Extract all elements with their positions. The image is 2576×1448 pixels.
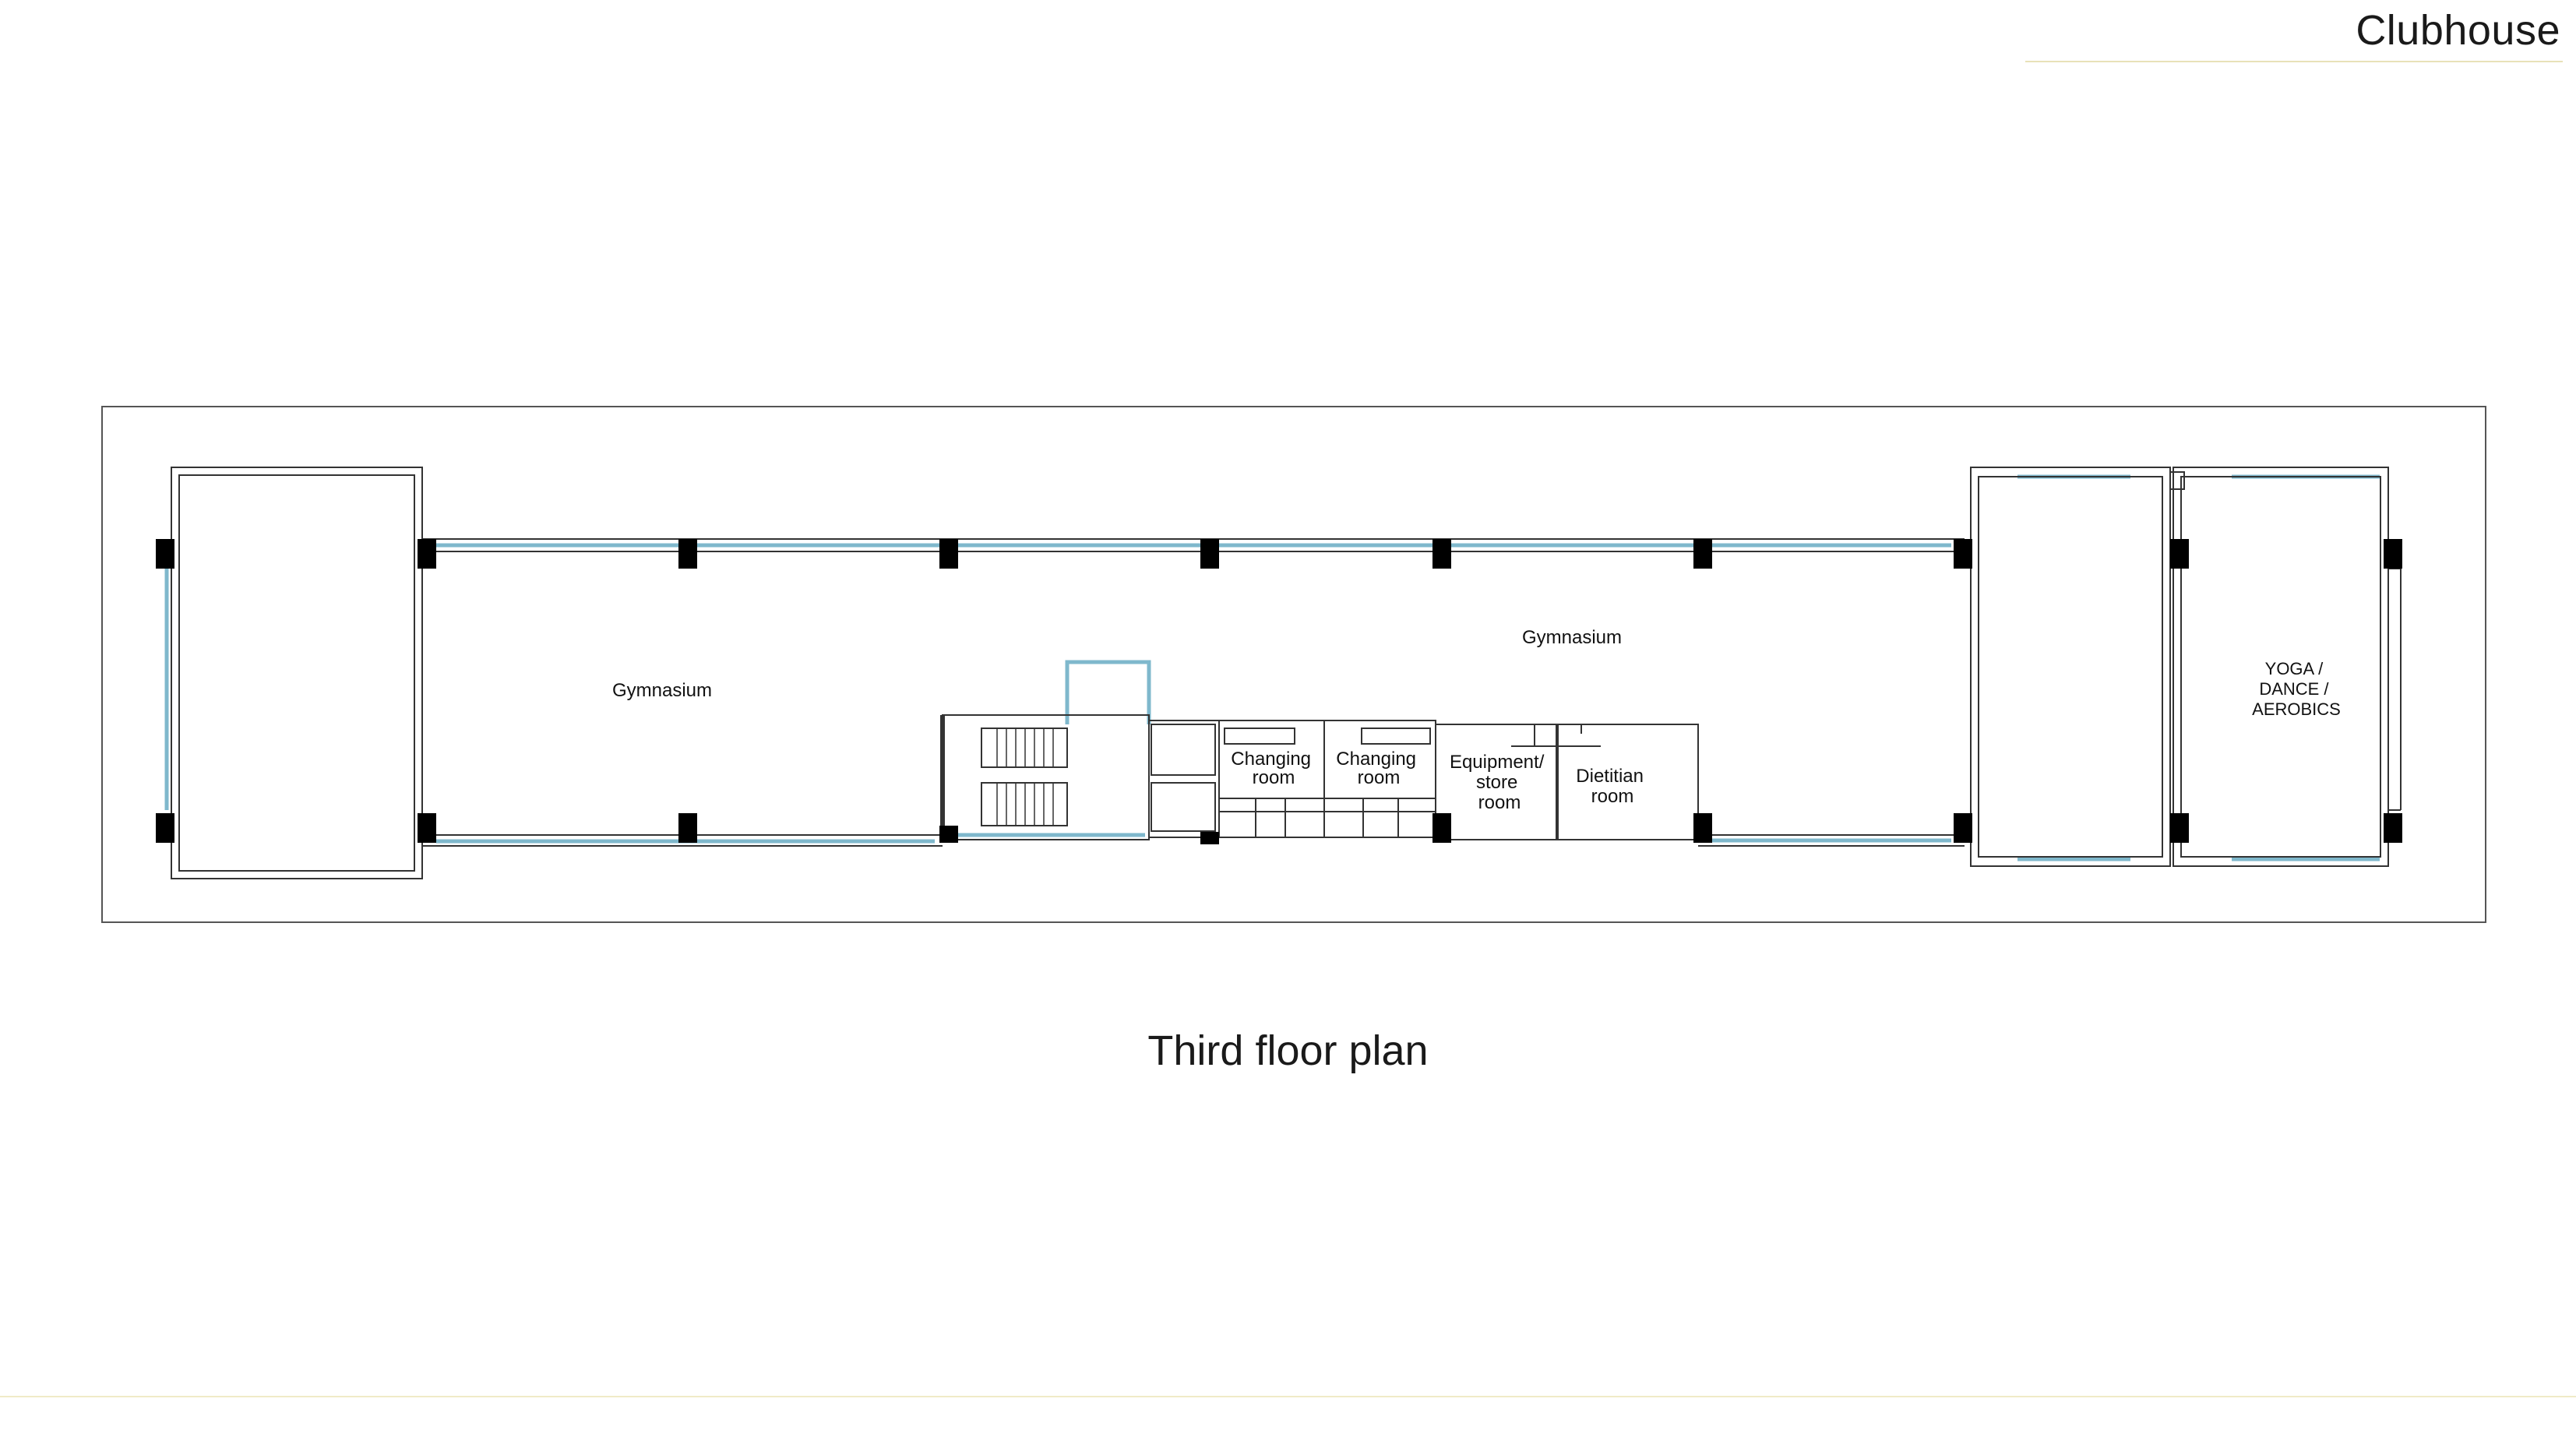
service-core <box>940 714 1220 840</box>
room-label-line: YOGA / <box>2265 659 2324 678</box>
room-label-line: store <box>1476 772 1517 793</box>
room-label-line: room <box>1253 767 1295 788</box>
room-block <box>1218 720 1699 840</box>
glazing <box>164 474 2380 861</box>
room-label-line: Equipment/ <box>1450 752 1545 773</box>
room-label-dietitian: Dietitian room <box>1576 766 1648 807</box>
room-label-changing-2: Changing room <box>1336 749 1421 788</box>
room-label-line: room <box>1591 786 1634 807</box>
room-label-gymnasium-left: Gymnasium <box>612 680 712 701</box>
room-label-equipment: Equipment/ store room <box>1450 752 1549 813</box>
header-rule <box>2025 61 2563 62</box>
site-boundary <box>101 406 2486 923</box>
room-label-line: room <box>1358 767 1401 788</box>
room-label-changing-1: Changing room <box>1231 749 1316 788</box>
room-label-yoga: YOGA / DANCE / AEROBICS <box>2252 659 2341 719</box>
room-label-line: Dietitian <box>1576 766 1644 787</box>
right-wing-walls <box>1970 467 2402 867</box>
left-wing-walls <box>171 467 423 879</box>
room-label-line: room <box>1478 792 1521 813</box>
footer-rule <box>0 1396 2576 1397</box>
room-label-line: AEROBICS <box>2252 699 2341 719</box>
plan-caption: Third floor plan <box>1147 1027 1429 1074</box>
columns <box>156 539 2402 844</box>
room-label-line: DANCE / <box>2259 679 2329 699</box>
room-label-line: Changing <box>1231 749 1311 770</box>
room-label-gymnasium-right: Gymnasium <box>1522 627 1622 648</box>
room-label-line: Changing <box>1336 749 1416 770</box>
header-title: Clubhouse <box>2356 7 2560 54</box>
